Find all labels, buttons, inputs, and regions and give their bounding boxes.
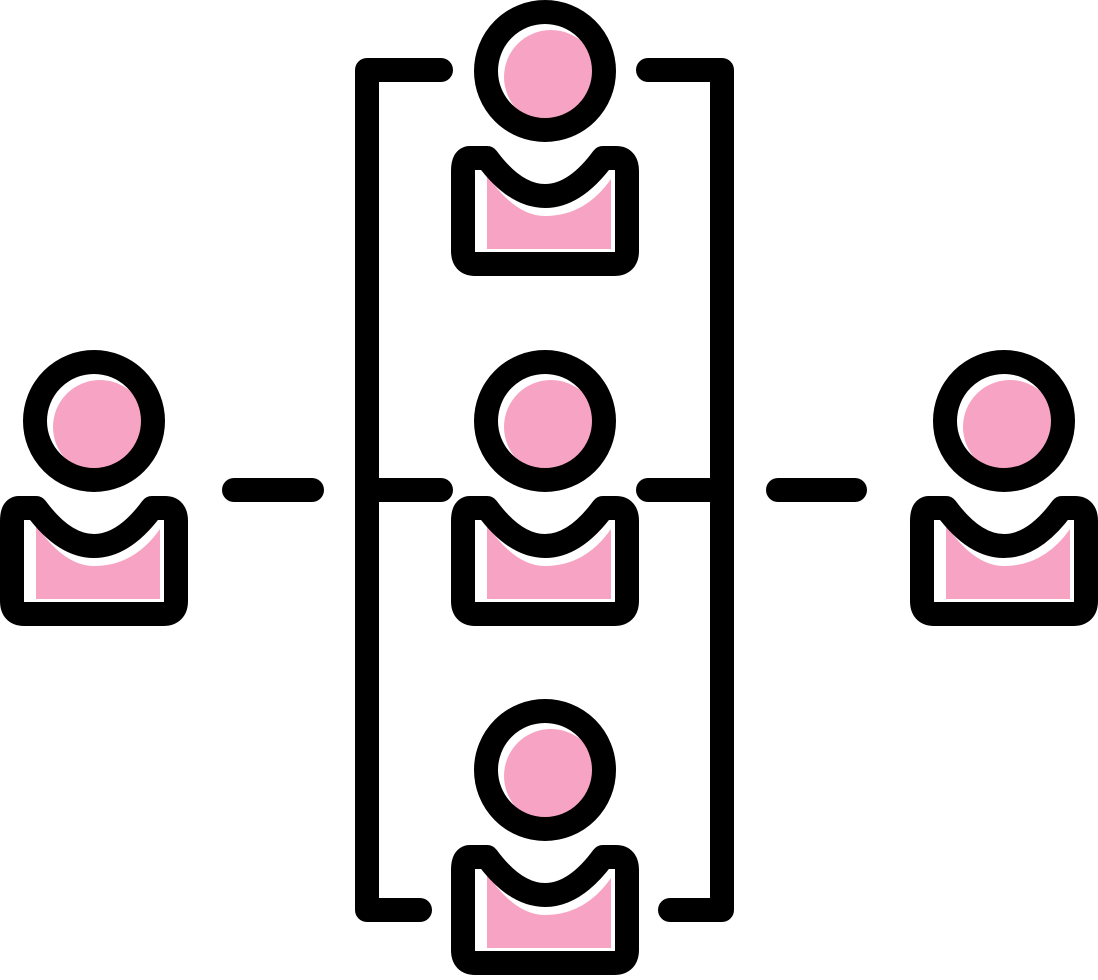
body-outline (451, 146, 639, 276)
body-fill (487, 175, 611, 249)
connector-lines (222, 58, 867, 922)
body-fill (946, 525, 1070, 599)
user-icon (451, 0, 639, 276)
user-icon (451, 350, 639, 626)
head-fill (963, 380, 1057, 474)
body-outline (910, 496, 1098, 626)
head-fill (504, 729, 598, 823)
head-outline (23, 350, 165, 492)
body-outline (451, 845, 639, 975)
body-fill (487, 525, 611, 599)
head-fill (504, 380, 598, 474)
body-outline (451, 496, 639, 626)
body-outline (0, 496, 188, 626)
user-icon (451, 699, 639, 975)
head-outline (474, 699, 616, 841)
body-fill (487, 874, 611, 948)
user-icon (0, 350, 188, 626)
head-outline (933, 350, 1075, 492)
head-fill (53, 380, 147, 474)
head-outline (474, 350, 616, 492)
user-icon (910, 350, 1098, 626)
head-outline (474, 0, 616, 142)
body-fill (36, 525, 160, 599)
head-fill (504, 30, 598, 124)
